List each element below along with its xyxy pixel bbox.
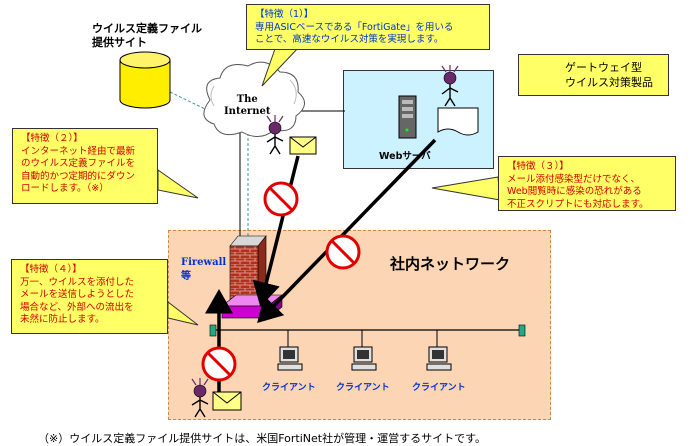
client-label: クライアント [412, 383, 466, 393]
arrow-web-script-blocked [257, 138, 437, 324]
lan-terminator-left [209, 324, 217, 337]
feature-4-callout: 【特徴（４）】 万一、ウイルスを添付した メールを送信しようとした 場合など、外… [11, 259, 168, 334]
web-page-document [437, 107, 479, 136]
database-cylinder-icon [119, 51, 171, 109]
envelope-icon [289, 136, 317, 155]
virus-character-icon [441, 65, 459, 107]
desktop-computer-icon [277, 346, 303, 371]
legend-label: ゲートウェイ型 ウイルス対策製品 [565, 61, 653, 89]
client-label: クライアント [336, 383, 390, 393]
virus-character-icon [191, 378, 209, 418]
desktop-computer-icon [426, 346, 452, 371]
feature-2-callout: 【特徴（２）】 インターネット経由で最新 のウイルス定義ファイルを 自動的かつ定… [12, 128, 158, 204]
prohibition-sign-icon [325, 234, 361, 270]
legend-box: ゲートウェイ型 ウイルス対策製品 [518, 54, 669, 96]
feature-4-text: 【特徴（４）】 万一、ウイルスを添付した メールを送信しようとした 場合など、外… [20, 264, 135, 325]
prohibition-sign-icon [201, 346, 237, 382]
feature-3-callout: 【特徴（３）】 メール添付感染型だけでなく、 Web閲覧時に感染の恐れがある 不… [498, 156, 676, 211]
internet-cloud-icon [203, 61, 305, 137]
lan-terminator-right [518, 324, 526, 337]
feature-3-text: 【特徴（３）】 メール添付感染型だけでなく、 Web閲覧時に感染の恐れがある 不… [507, 161, 649, 210]
server-tower-icon [398, 95, 417, 139]
virus-character-icon [266, 115, 284, 155]
internal-network-label: 社内ネットワーク [390, 255, 511, 273]
feature-2-text: 【特徴（２）】 インターネット経由で最新 のウイルス定義ファイルを 自動的かつ定… [21, 133, 136, 194]
arrow-mail-blocked [252, 155, 300, 307]
feature-1-text: 【特徴（1）】 専用ASICベースである「FortiGate」を用いる ことで、… [255, 9, 454, 45]
client-label: クライアント [262, 383, 316, 393]
web-server-label: Webサーバ [379, 151, 431, 162]
envelope-icon [212, 391, 242, 411]
footnote: （※）ウイルス定義ファイル提供サイトは、米国FortiNet社が管理・運営するサ… [38, 432, 486, 445]
desktop-computer-icon [351, 346, 377, 371]
firewall-label: Firewall 等 [181, 257, 227, 282]
virus-definition-site-label: ウイルス定義ファイル 提供サイト [92, 22, 202, 49]
prohibition-sign-icon [263, 181, 299, 217]
internet-label: The Internet [224, 94, 271, 117]
feature-1-callout: 【特徴（1）】 専用ASICベースである「FortiGate」を用いる ことで、… [246, 4, 490, 50]
